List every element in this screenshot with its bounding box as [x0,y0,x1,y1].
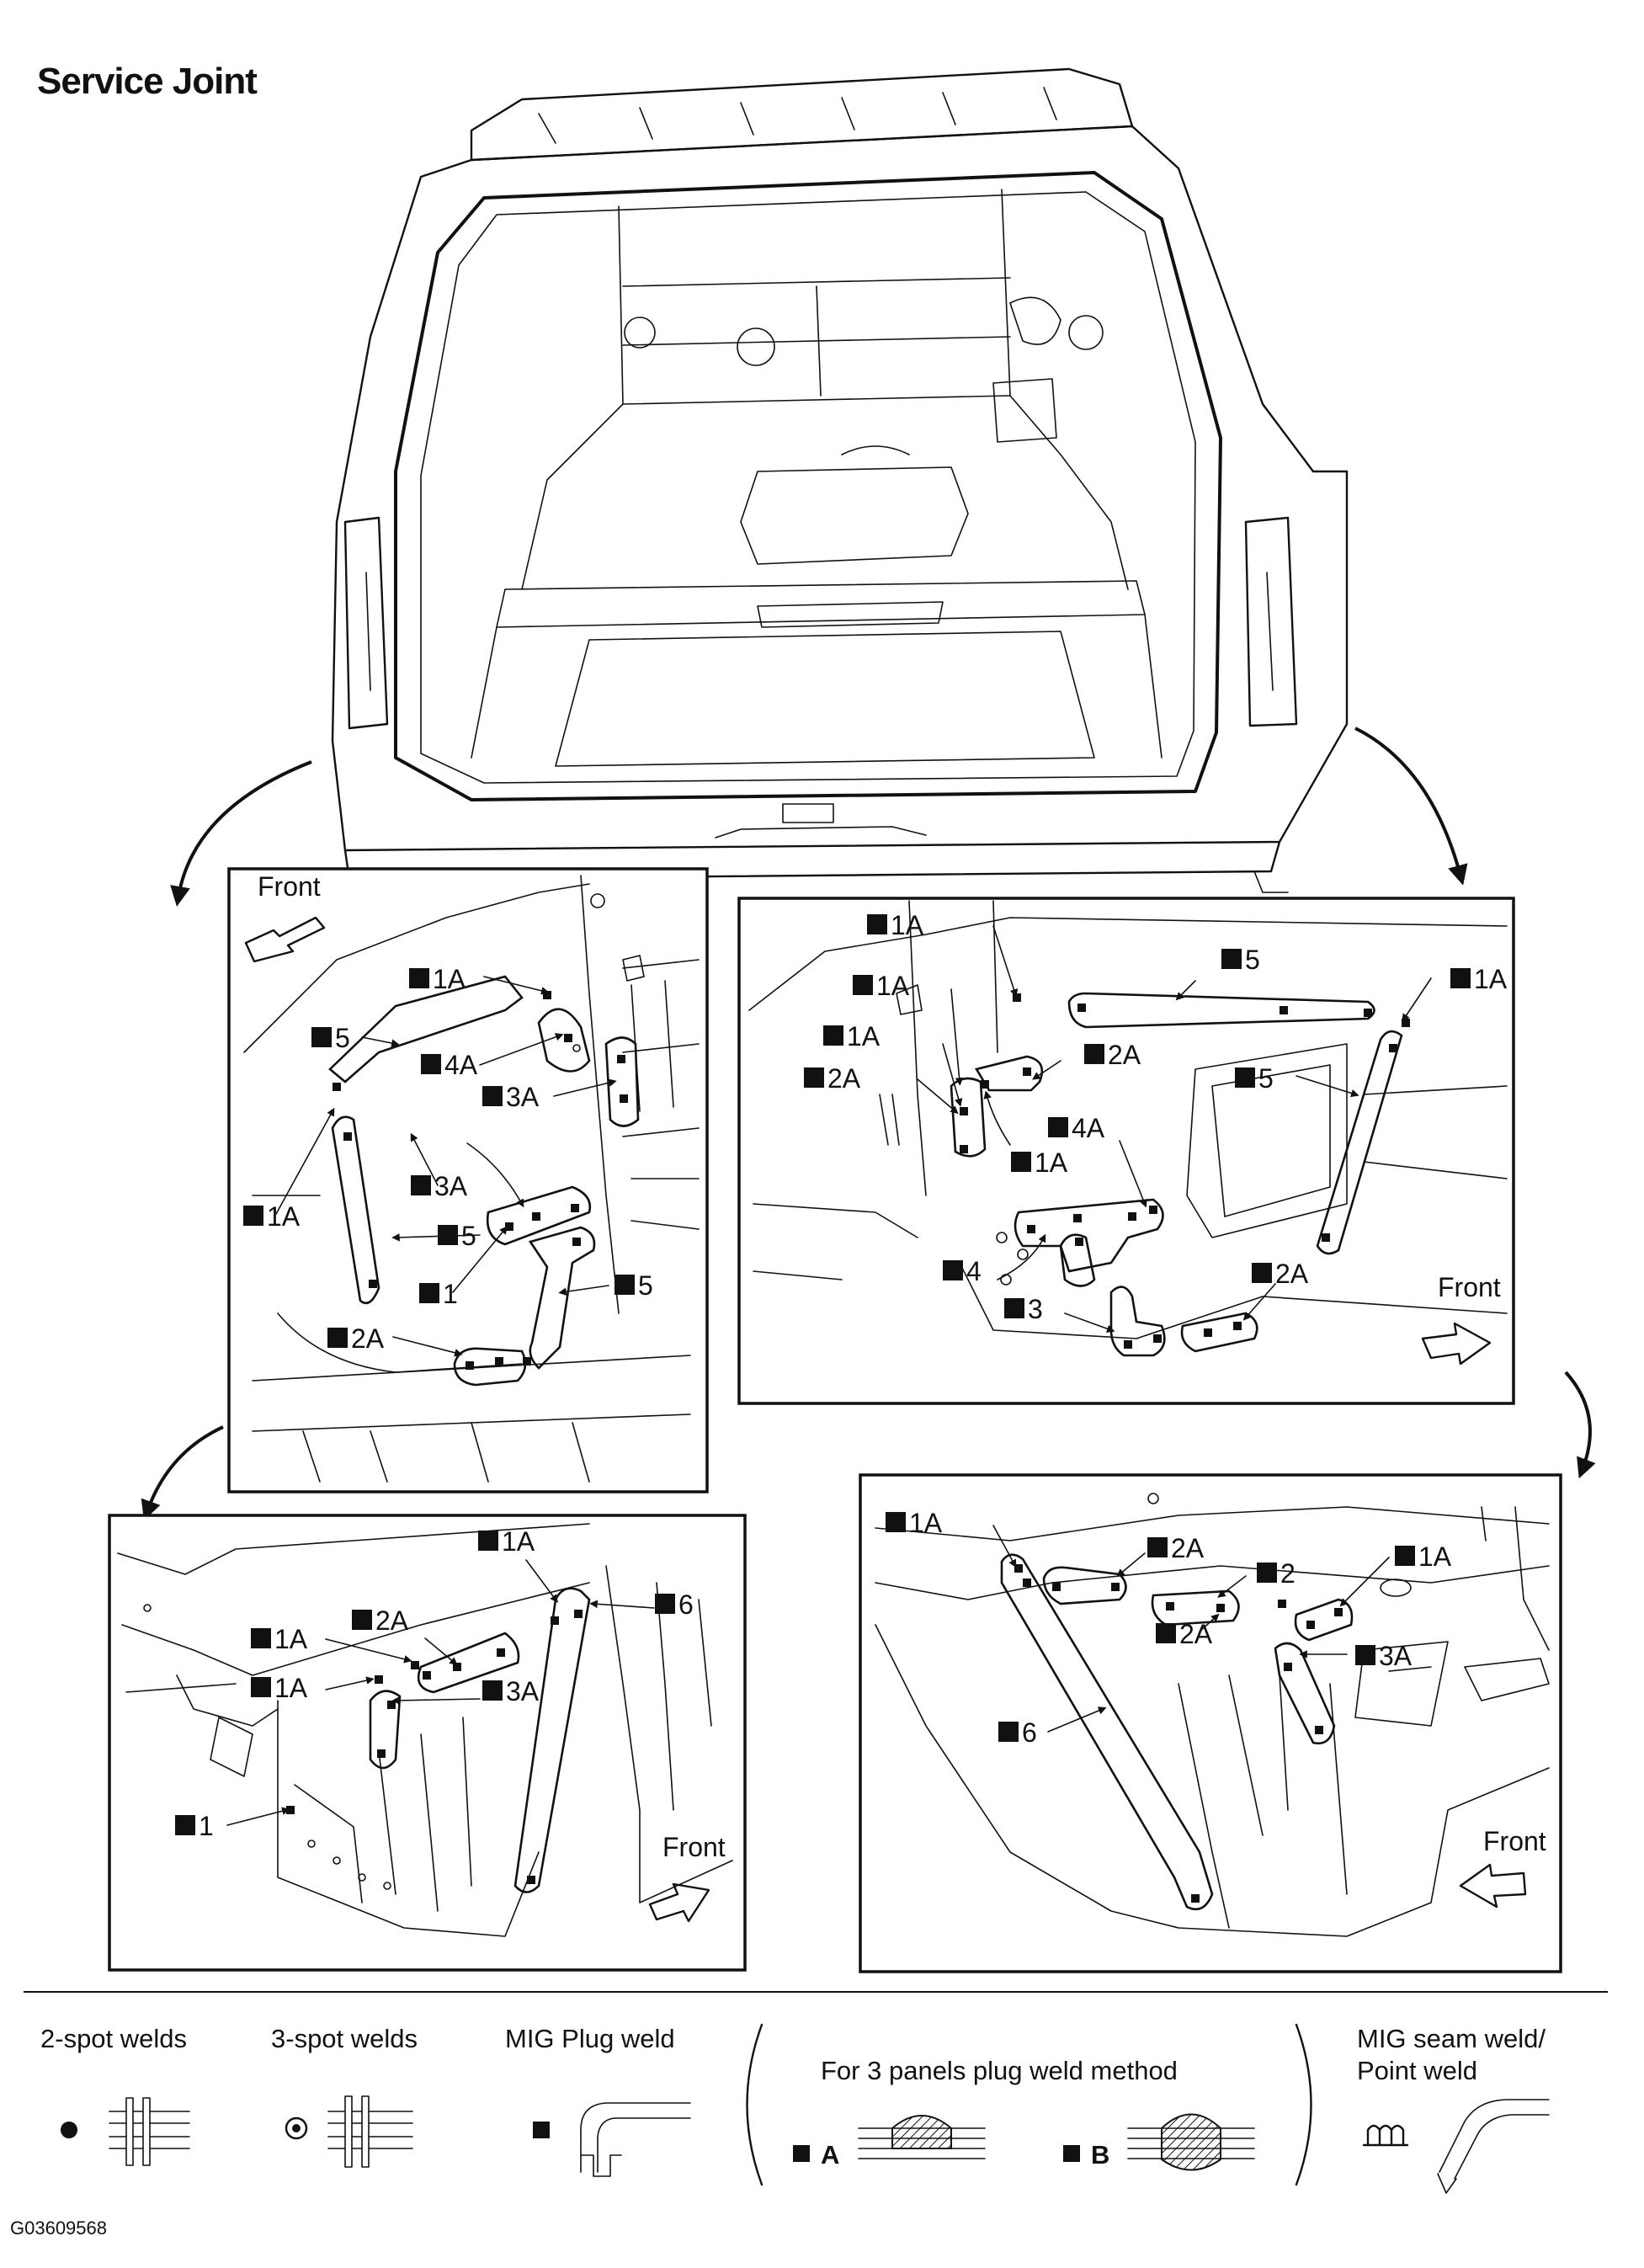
svg-text:2: 2 [1280,1558,1296,1589]
svg-text:5: 5 [1258,1063,1274,1094]
method-b-diagram-icon [1127,2113,1255,2171]
svg-text:1A: 1A [433,964,466,994]
panel-upper-left [227,867,709,1493]
svg-text:1A: 1A [1035,1147,1068,1178]
weld-points-upper-left [333,991,628,1370]
arrow-to-lower-left [141,1425,224,1521]
method-b-icon [1063,2145,1080,2162]
svg-text:3A: 3A [506,1082,540,1112]
svg-text:1A: 1A [891,910,924,940]
front-arrow-icon [648,1882,710,1923]
svg-text:4A: 4A [1072,1113,1105,1143]
svg-text:2A: 2A [1275,1259,1309,1289]
svg-text:2A: 2A [375,1605,409,1636]
legend-three-panels-label: For 3 panels plug weld method [821,2056,1178,2085]
seam-2a [453,1347,527,1387]
labels-upper-right: Front 1A 1A 1A 2A 5 1A 2A 5 4A 1A 4 3 2A [804,910,1508,1324]
front-arrow-icon [1421,1322,1492,1366]
mig-plug-diagram-icon [580,2102,691,2177]
svg-text:5: 5 [461,1221,476,1251]
svg-text:Front: Front [1483,1826,1546,1856]
svg-text:A: A [821,2140,839,2170]
svg-text:1A: 1A [274,1624,308,1654]
svg-text:1A: 1A [1418,1541,1452,1572]
svg-text:2A: 2A [351,1323,385,1354]
svg-text:5: 5 [335,1023,350,1053]
seam-3a [486,1185,592,1246]
svg-text:3A: 3A [1379,1641,1413,1671]
seam-1a-left [331,1115,380,1305]
panel-lower-right [859,1473,1562,1973]
method-a-icon [793,2145,810,2162]
legend-three-spot-label: 3-spot welds [271,2024,418,2053]
legend-bracket-left [746,2023,763,2186]
svg-text:2A: 2A [1171,1533,1205,1563]
method-a-diagram-icon [858,2115,986,2159]
arrow-to-upper-left [170,760,312,907]
svg-text:1A: 1A [274,1673,308,1703]
front-label: Front [258,871,321,902]
svg-text:2A: 2A [1179,1619,1213,1649]
svg-text:5: 5 [1245,945,1260,975]
three-spot-weld-icon [285,2116,308,2140]
svg-text:6: 6 [678,1589,694,1620]
legend: 2-spot welds 3-spot welds MIG Plug weld … [40,2023,1550,2194]
svg-text:1: 1 [443,1279,458,1309]
vehicle-rear-body [331,67,1349,893]
legend-two-spot-label: 2-spot welds [40,2024,187,2053]
mig-seam-weld-icon [1362,2124,1409,2147]
svg-text:2A: 2A [1108,1040,1141,1070]
seam-3a-right [604,1036,640,1127]
svg-text:1A: 1A [909,1508,943,1538]
two-spot-weld-diagram-icon [109,2097,190,2166]
legend-mig-plug-label: MIG Plug weld [505,2024,675,2053]
page-title: Service Joint [37,61,258,102]
mig-seam-diagram-icon [1437,2099,1550,2194]
labels-lower-right: Front 1A 2A 2 1A 2A 3A 6 [886,1508,1546,1856]
arrow-to-upper-right [1354,727,1468,886]
arrow-to-lower-right [1564,1371,1596,1479]
svg-text:1A: 1A [847,1021,881,1051]
svg-text:4A: 4A [444,1050,478,1080]
svg-text:1: 1 [199,1811,214,1841]
legend-mig-seam-label: MIG seam weld/ [1357,2024,1546,2053]
panel-upper-right [737,897,1515,1405]
legend-bracket-right [1295,2023,1312,2186]
svg-text:1A: 1A [502,1526,535,1557]
legend-point-weld-label: Point weld [1357,2056,1477,2085]
seam-4a [537,1008,591,1073]
svg-text:4: 4 [966,1256,982,1286]
panel-lower-left [108,1514,747,1972]
svg-text:2A: 2A [827,1063,861,1094]
front-arrow-icon [1459,1863,1527,1909]
two-spot-weld-icon [61,2122,77,2138]
svg-text:B: B [1091,2140,1109,2170]
mig-plug-weld-icon [533,2122,550,2138]
svg-text:3A: 3A [506,1676,540,1706]
seam-5-vertical [528,1226,596,1370]
svg-text:Front: Front [662,1832,726,1862]
svg-text:6: 6 [1022,1717,1037,1748]
svg-text:1A: 1A [267,1201,301,1232]
svg-text:3: 3 [1028,1294,1043,1324]
svg-text:1A: 1A [876,971,910,1001]
labels-upper-left: Front 1A 5 4A 3A 3A 5 1A 1 5 2A [243,871,653,1354]
svg-text:1A: 1A [1474,964,1508,994]
labels-lower-left: Front 1A 6 2A 1A 1A 3A 1 [175,1526,726,1862]
svg-text:5: 5 [638,1270,653,1301]
front-arrow-icon [244,916,326,963]
figure-code: G03609568 [10,2217,107,2239]
svg-text:3A: 3A [434,1171,468,1201]
three-spot-weld-diagram-icon [327,2095,413,2168]
seam-5-upper-left [328,975,524,1083]
svg-text:Front: Front [1438,1272,1501,1302]
